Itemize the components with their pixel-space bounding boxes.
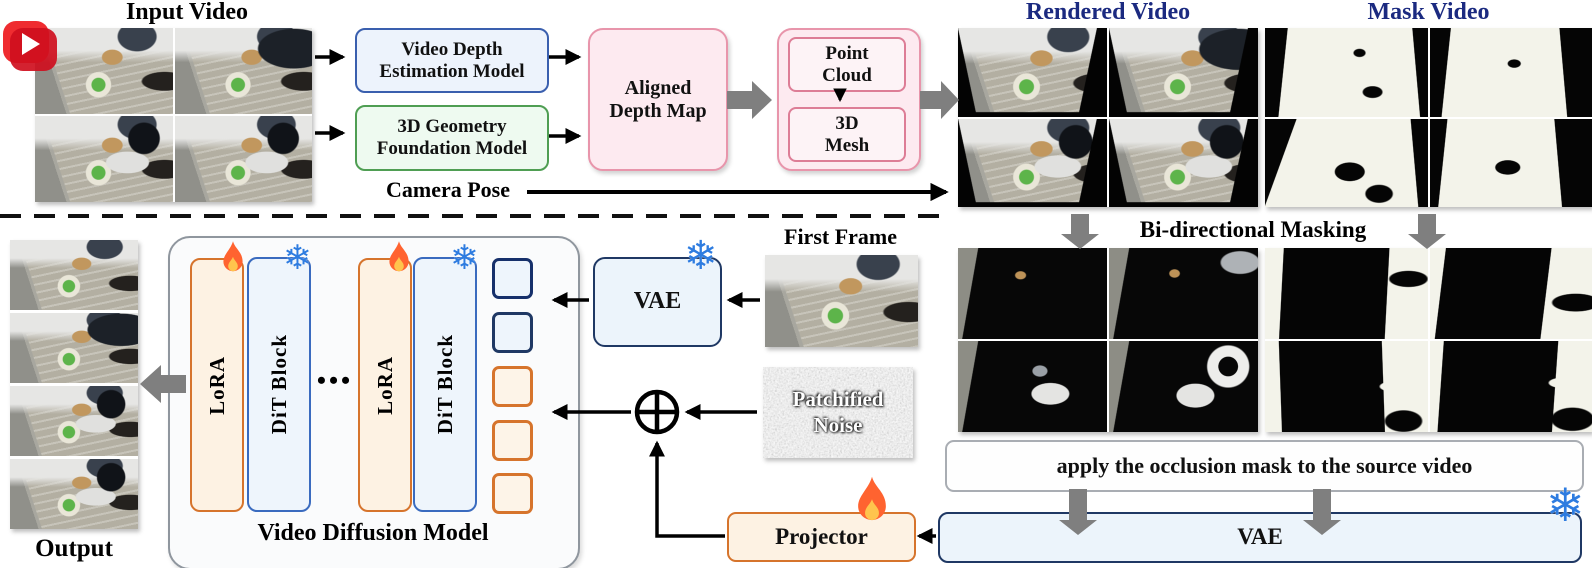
flame-icon: [223, 241, 243, 272]
vae-bottom-box: VAE: [938, 512, 1582, 563]
patchified-noise-label: Patchified Noise: [792, 387, 884, 437]
dit-block-2: DiT Block: [413, 257, 477, 512]
mask-frame: [1265, 28, 1428, 117]
video-frame: [10, 459, 138, 529]
geometry-foundation-label: 3D Geometry Foundation Model: [376, 116, 528, 159]
mask-frame: [1429, 118, 1592, 207]
dit-block-1: DiT Block: [247, 257, 311, 512]
input-video-frames: [35, 28, 312, 202]
output-video-frames: [10, 240, 138, 529]
mask-frame: [1429, 341, 1592, 432]
dit-block-label: DiT Block: [266, 334, 291, 435]
latent-token-square: [492, 473, 533, 514]
snowflake-icon: ❄: [1546, 478, 1585, 532]
mask-frame: [1265, 248, 1428, 339]
video-frame: [958, 118, 1107, 207]
latent-token-square: [492, 258, 533, 299]
vae-middle-label: VAE: [633, 288, 682, 315]
apply-occlusion-mask-box: apply the occlusion mask to the source v…: [945, 440, 1584, 492]
camera-pose-label: Camera Pose: [385, 177, 510, 202]
video-frame: [10, 313, 138, 383]
apply-occlusion-mask-label: apply the occlusion mask to the source v…: [1056, 453, 1473, 479]
lora-label: LoRA: [372, 355, 397, 415]
video-frame: [10, 240, 138, 310]
latent-token-square: [492, 366, 533, 407]
noise-texture: [763, 367, 913, 458]
input-video-title: Input Video: [125, 0, 249, 25]
lora-block-2: LoRA: [358, 258, 412, 512]
play-triangle-icon: [22, 33, 40, 55]
mask-video-title: Mask Video: [1367, 0, 1490, 25]
mask-frame: [1265, 341, 1428, 432]
lora-block-1: LoRA: [190, 258, 244, 512]
rendered-video-title: Rendered Video: [1025, 0, 1191, 25]
video-frame: [1109, 248, 1258, 339]
video-frame: [174, 28, 312, 114]
play-icon: [3, 21, 57, 71]
video-depth-estimation-box: Video Depth Estimation Model: [355, 28, 549, 93]
video-frame: [35, 28, 173, 114]
aligned-depth-map-label: Aligned Depth Map: [609, 76, 707, 122]
lora-label: LoRA: [204, 355, 229, 415]
mask-frame: [1429, 28, 1592, 117]
video-diffusion-model-label: Video Diffusion Model: [257, 520, 489, 546]
point-cloud-label: Point Cloud: [822, 42, 872, 86]
projector-box: Projector: [727, 512, 916, 562]
video-frame: [1109, 341, 1258, 432]
snowflake-icon: ❄: [684, 233, 718, 279]
flame-icon: [858, 476, 886, 521]
rendered-video-frames: [958, 28, 1258, 207]
dit-block-label: DiT Block: [432, 334, 457, 435]
video-frame: [35, 116, 173, 202]
snowflake-icon: ❄: [450, 238, 479, 278]
mesh-label: 3D Mesh: [824, 112, 870, 156]
latent-token-square: [492, 420, 533, 461]
point-cloud-box: Point Cloud: [788, 37, 906, 92]
geometry-foundation-box: 3D Geometry Foundation Model: [355, 105, 549, 171]
video-frame: [958, 341, 1107, 432]
patchified-noise-image: Patchified Noise: [763, 367, 913, 458]
first-frame-title: First Frame: [784, 224, 897, 249]
video-frame: [1109, 28, 1258, 117]
vae-middle-box: VAE: [593, 257, 722, 347]
output-title: Output: [35, 535, 113, 562]
video-frame: [1109, 118, 1258, 207]
video-frame: [958, 28, 1107, 117]
aligned-depth-map-box: Aligned Depth Map: [588, 28, 728, 171]
mask-video-frames: [1265, 28, 1592, 207]
flame-icon: [389, 241, 409, 272]
video-frame: [10, 386, 138, 456]
mesh-box: 3D Mesh: [788, 107, 906, 162]
bidirectional-masking-label: Bi-directional Masking: [1139, 217, 1367, 242]
snowflake-icon: ❄: [283, 238, 312, 278]
first-frame-image: [765, 255, 918, 347]
projector-label: Projector: [775, 523, 868, 549]
masked-rendered-frames: [958, 248, 1258, 432]
mask-frame: [1429, 248, 1592, 339]
latent-token-square: [492, 312, 533, 353]
video-depth-estimation-label: Video Depth Estimation Model: [379, 38, 525, 82]
bidirectional-mask-frames: [1265, 248, 1592, 432]
plus-circle-icon: [634, 389, 680, 435]
ellipsis-dots: •••: [316, 366, 354, 395]
video-frame: [174, 116, 312, 202]
video-frame: [958, 248, 1107, 339]
vae-bottom-label: VAE: [1237, 524, 1283, 550]
mask-frame: [1265, 118, 1428, 207]
